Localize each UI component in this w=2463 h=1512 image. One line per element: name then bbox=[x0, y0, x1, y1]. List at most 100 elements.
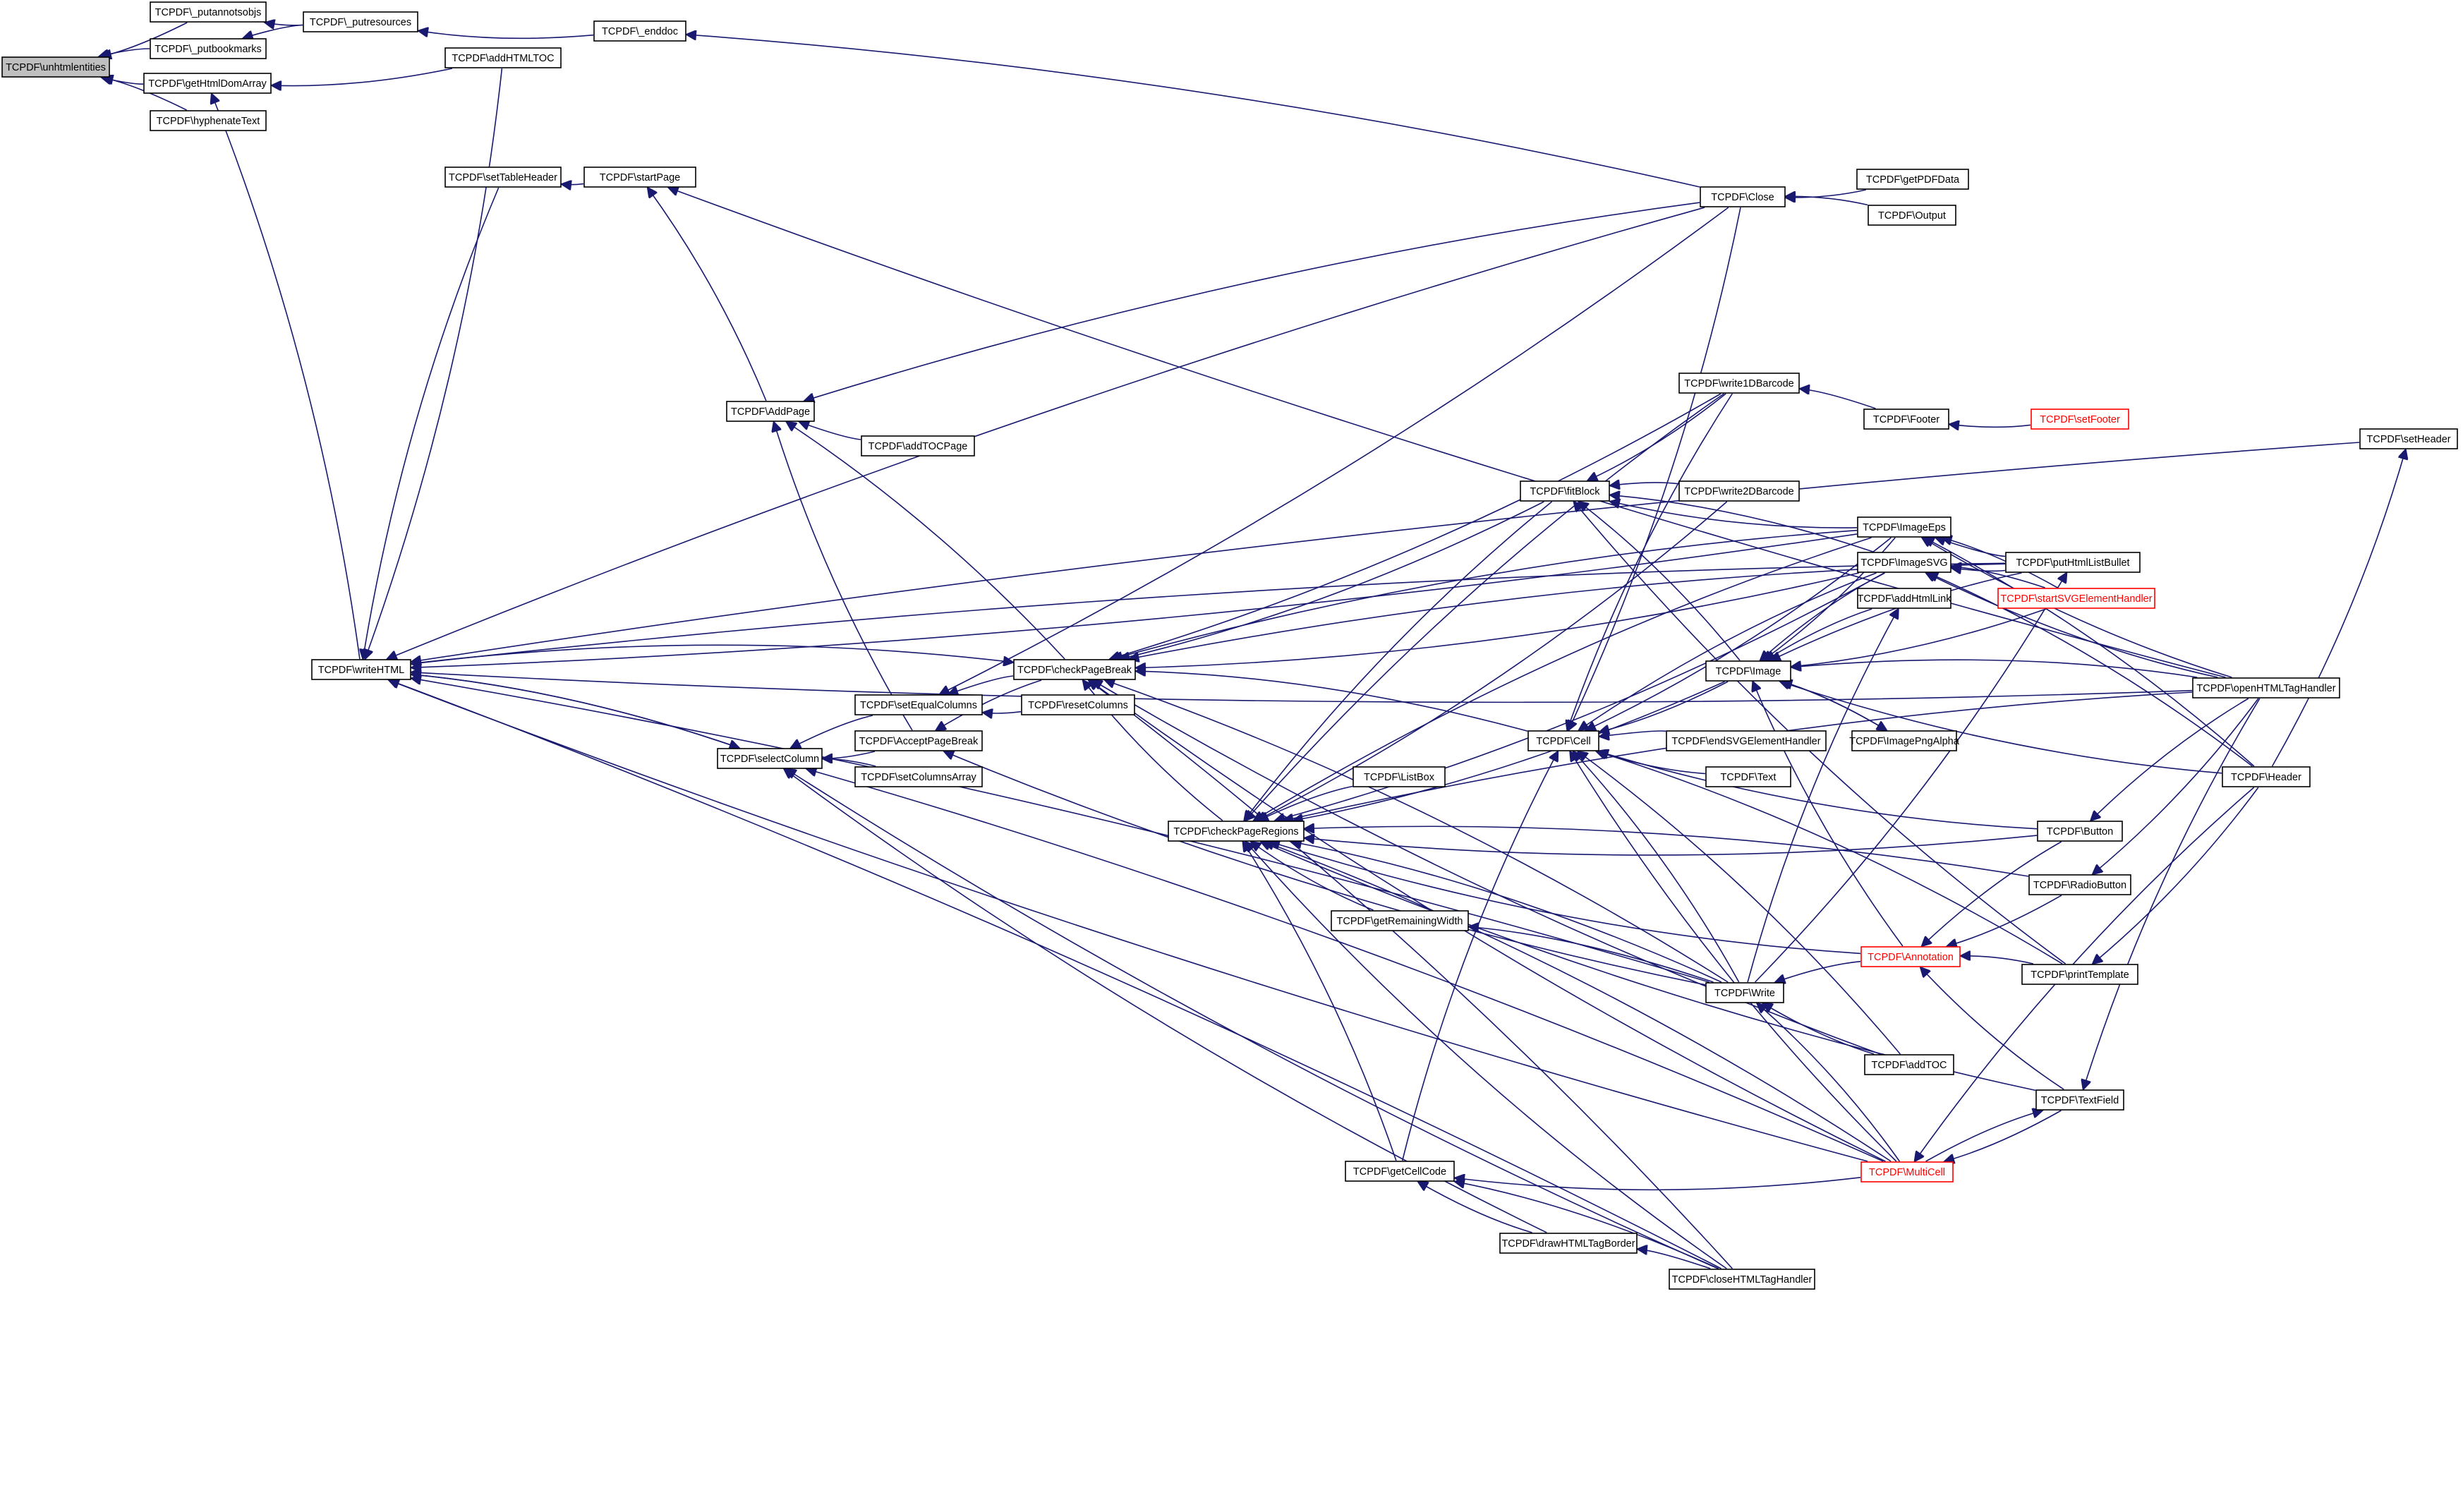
node-box-unhtmlentities[interactable] bbox=[1, 56, 110, 78]
node-box-TextField[interactable] bbox=[2035, 1089, 2124, 1111]
node-box-printTemplate[interactable] bbox=[2021, 964, 2138, 985]
node-box-setTableHeader[interactable] bbox=[444, 167, 562, 188]
node-box-ImageSVG[interactable] bbox=[1857, 552, 1951, 573]
node-unhtmlentities[interactable]: TCPDF\unhtmlentities bbox=[1, 56, 110, 78]
node-box-MultiCell[interactable] bbox=[1860, 1161, 1954, 1183]
node-write2DBarcode[interactable]: TCPDF\write2DBarcode bbox=[1678, 480, 1800, 502]
node-box-hyphenateText[interactable] bbox=[150, 110, 267, 131]
node-getRemainingWidth[interactable]: TCPDF\getRemainingWidth bbox=[1331, 910, 1469, 931]
node-box-startSVGElementHandler[interactable] bbox=[1997, 588, 2155, 609]
node-box-Button[interactable] bbox=[2037, 821, 2123, 842]
node-Image[interactable]: TCPDF\Image bbox=[1705, 660, 1791, 682]
node-Text[interactable]: TCPDF\Text bbox=[1705, 766, 1791, 787]
node-closeHTMLTagHandler[interactable]: TCPDF\closeHTMLTagHandler bbox=[1669, 1269, 1815, 1290]
node-box-addHtmlLink[interactable] bbox=[1857, 588, 1951, 609]
node-printTemplate[interactable]: TCPDF\printTemplate bbox=[2021, 964, 2138, 985]
node-openHTMLTagHandler[interactable]: TCPDF\openHTMLTagHandler bbox=[2192, 677, 2340, 698]
node-setTableHeader[interactable]: TCPDF\setTableHeader bbox=[444, 167, 562, 188]
node-getPDFData[interactable]: TCPDF\getPDFData bbox=[1856, 169, 1969, 190]
node-box-enddoc[interactable] bbox=[593, 20, 686, 42]
node-box-setHeader[interactable] bbox=[2359, 428, 2458, 449]
node-ImageSVG[interactable]: TCPDF\ImageSVG bbox=[1857, 552, 1951, 573]
node-setEqualColumns[interactable]: TCPDF\setEqualColumns bbox=[854, 694, 983, 715]
node-RadioButton[interactable]: TCPDF\RadioButton bbox=[2028, 874, 2131, 895]
node-getCellCode[interactable]: TCPDF\getCellCode bbox=[1345, 1161, 1455, 1182]
node-box-putresources[interactable] bbox=[303, 11, 418, 32]
node-ImagePngAlpha[interactable]: TCPDF\ImagePngAlpha bbox=[1849, 730, 1960, 751]
node-putbookmarks[interactable]: TCPDF\_putbookmarks bbox=[150, 38, 267, 59]
node-box-writeHTML[interactable] bbox=[311, 659, 411, 680]
node-TextField[interactable]: TCPDF\TextField bbox=[2035, 1089, 2124, 1111]
node-box-AcceptPageBreak[interactable] bbox=[854, 730, 983, 751]
node-setFooter[interactable]: TCPDF\setFooter bbox=[2031, 409, 2129, 430]
node-box-getPDFData[interactable] bbox=[1856, 169, 1969, 190]
node-write1DBarcode[interactable]: TCPDF\write1DBarcode bbox=[1678, 373, 1800, 394]
node-resetColumns[interactable]: TCPDF\resetColumns bbox=[1021, 694, 1135, 715]
node-putHtmlListBullet[interactable]: TCPDF\putHtmlListBullet bbox=[2005, 552, 2141, 573]
node-checkPageBreak[interactable]: TCPDF\checkPageBreak bbox=[1013, 659, 1136, 680]
node-box-Annotation[interactable] bbox=[1860, 946, 1961, 967]
node-box-Write[interactable] bbox=[1705, 982, 1784, 1003]
node-box-Header[interactable] bbox=[2222, 766, 2311, 787]
node-box-resetColumns[interactable] bbox=[1021, 694, 1135, 715]
node-setColumnsArray[interactable]: TCPDF\setColumnsArray bbox=[854, 766, 983, 787]
node-box-closeHTMLTagHandler[interactable] bbox=[1669, 1269, 1815, 1290]
node-box-putbookmarks[interactable] bbox=[150, 38, 267, 59]
node-box-Text[interactable] bbox=[1705, 766, 1791, 787]
node-box-drawHTMLTagBorder[interactable] bbox=[1499, 1233, 1638, 1254]
node-box-Footer[interactable] bbox=[1863, 409, 1949, 430]
node-Cell[interactable]: TCPDF\Cell bbox=[1527, 730, 1599, 751]
node-Write[interactable]: TCPDF\Write bbox=[1705, 982, 1784, 1003]
node-box-addHTMLTOC[interactable] bbox=[444, 47, 562, 68]
node-box-setEqualColumns[interactable] bbox=[854, 694, 983, 715]
node-writeHTML[interactable]: TCPDF\writeHTML bbox=[311, 659, 411, 680]
node-startPage[interactable]: TCPDF\startPage bbox=[583, 167, 696, 188]
node-box-ImagePngAlpha[interactable] bbox=[1851, 730, 1957, 751]
node-drawHTMLTagBorder[interactable]: TCPDF\drawHTMLTagBorder bbox=[1499, 1233, 1638, 1254]
node-getHtmlDomArray[interactable]: TCPDF\getHtmlDomArray bbox=[143, 73, 272, 94]
node-addTOC[interactable]: TCPDF\addTOC bbox=[1864, 1054, 1954, 1075]
node-box-ImageEps[interactable] bbox=[1857, 516, 1951, 538]
node-endSVGElementHandler[interactable]: TCPDF\endSVGElementHandler bbox=[1666, 730, 1827, 751]
node-box-write2DBarcode[interactable] bbox=[1678, 480, 1800, 502]
node-startSVGElementHandler[interactable]: TCPDF\startSVGElementHandler bbox=[1997, 588, 2155, 609]
node-box-addTOCPage[interactable] bbox=[861, 435, 975, 456]
node-Footer[interactable]: TCPDF\Footer bbox=[1863, 409, 1949, 430]
node-setHeader[interactable]: TCPDF\setHeader bbox=[2359, 428, 2458, 449]
node-selectColumn[interactable]: TCPDF\selectColumn bbox=[717, 748, 823, 769]
node-box-checkPageBreak[interactable] bbox=[1013, 659, 1136, 680]
node-box-getCellCode[interactable] bbox=[1345, 1161, 1455, 1182]
node-box-Output[interactable] bbox=[1868, 205, 1956, 226]
node-ImageEps[interactable]: TCPDF\ImageEps bbox=[1857, 516, 1951, 538]
node-box-ListBox[interactable] bbox=[1352, 766, 1446, 787]
node-putannotsobjs[interactable]: TCPDF\_putannotsobjs bbox=[150, 1, 267, 23]
node-box-setFooter[interactable] bbox=[2031, 409, 2129, 430]
node-AddPage[interactable]: TCPDF\AddPage bbox=[726, 401, 815, 422]
node-box-RadioButton[interactable] bbox=[2028, 874, 2131, 895]
node-box-Cell[interactable] bbox=[1527, 730, 1599, 751]
node-box-putannotsobjs[interactable] bbox=[150, 1, 267, 23]
node-box-write1DBarcode[interactable] bbox=[1678, 373, 1800, 394]
node-enddoc[interactable]: TCPDF\_enddoc bbox=[593, 20, 686, 42]
node-box-selectColumn[interactable] bbox=[717, 748, 823, 769]
node-Header[interactable]: TCPDF\Header bbox=[2222, 766, 2311, 787]
node-box-AddPage[interactable] bbox=[726, 401, 815, 422]
node-box-addTOC[interactable] bbox=[1864, 1054, 1954, 1075]
node-ListBox[interactable]: TCPDF\ListBox bbox=[1352, 766, 1446, 787]
node-checkPageRegions[interactable]: TCPDF\checkPageRegions bbox=[1168, 821, 1305, 842]
node-box-Close[interactable] bbox=[1700, 186, 1786, 207]
node-box-startPage[interactable] bbox=[583, 167, 696, 188]
node-box-getRemainingWidth[interactable] bbox=[1331, 910, 1469, 931]
node-box-getHtmlDomArray[interactable] bbox=[143, 73, 272, 94]
node-AcceptPageBreak[interactable]: TCPDF\AcceptPageBreak bbox=[854, 730, 983, 751]
node-box-fitBlock[interactable] bbox=[1520, 480, 1610, 502]
node-Annotation[interactable]: TCPDF\Annotation bbox=[1860, 946, 1961, 967]
node-addHTMLTOC[interactable]: TCPDF\addHTMLTOC bbox=[444, 47, 562, 68]
node-MultiCell[interactable]: TCPDF\MultiCell bbox=[1860, 1161, 1954, 1183]
node-hyphenateText[interactable]: TCPDF\hyphenateText bbox=[150, 110, 267, 131]
node-box-setColumnsArray[interactable] bbox=[854, 766, 983, 787]
node-putresources[interactable]: TCPDF\_putresources bbox=[303, 11, 418, 32]
node-addHtmlLink[interactable]: TCPDF\addHtmlLink bbox=[1857, 588, 1952, 609]
node-Button[interactable]: TCPDF\Button bbox=[2037, 821, 2123, 842]
node-addTOCPage[interactable]: TCPDF\addTOCPage bbox=[861, 435, 975, 456]
